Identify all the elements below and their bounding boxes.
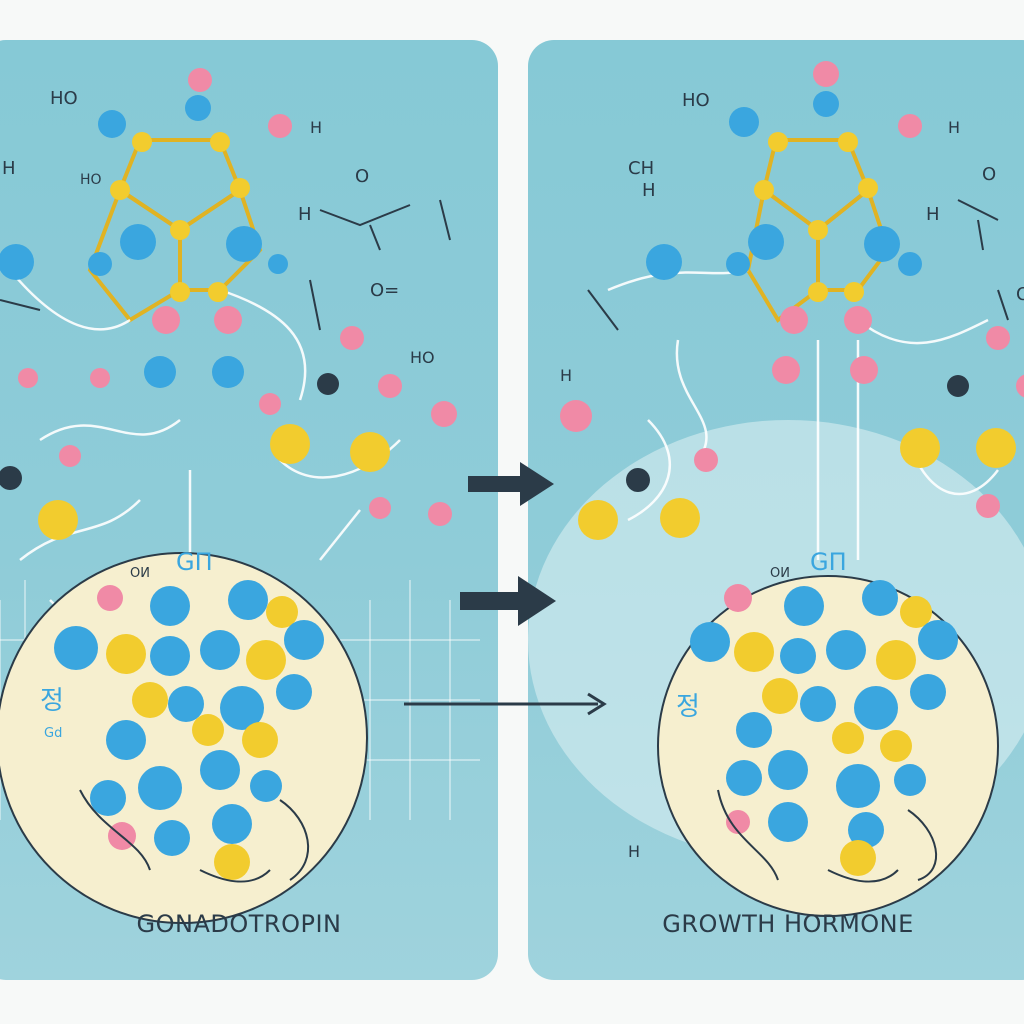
- formula-label-ho-2: HO: [80, 172, 102, 188]
- protein-spheres: [54, 580, 324, 880]
- top-transition-arrow: [468, 462, 554, 506]
- atoms: [0, 68, 457, 540]
- growth-hormone-caption: GROWTH HORMONE: [662, 910, 914, 938]
- formula-label-h: H: [2, 158, 16, 179]
- protein-script-label-2: Gd: [44, 726, 63, 741]
- atoms: [560, 61, 1024, 540]
- growth-hormone-panel: HO CH H H O H O H H GП ОИ 정 GROWTH HORMO…: [528, 40, 1024, 980]
- formula-label-h-2: H: [948, 118, 961, 137]
- formula-label-o-eq: O=: [370, 280, 400, 301]
- protein-script-label: 정: [40, 686, 64, 716]
- protein-chain: [717, 789, 937, 883]
- formula-strokes: [0, 199, 451, 331]
- gonadotropin-molecule-diagram: [0, 68, 480, 924]
- formula-strokes: [587, 199, 1009, 331]
- middle-transition-arrow: [460, 576, 556, 626]
- formula-label-h-4: H: [560, 366, 573, 385]
- chain-bonds: [9, 269, 401, 641]
- formula-label-h: H: [642, 180, 656, 201]
- formula-label-h-3: H: [926, 204, 940, 225]
- formula-label-h-3: H: [298, 204, 312, 225]
- formula-label-o: O: [982, 164, 997, 185]
- growth-hormone-molecule-diagram: [528, 61, 1024, 917]
- gonadotropin-panel: HO H H HO O H O= HO GП ОИ 정 Gd GONADOTRO…: [0, 40, 498, 980]
- protein-chain: [79, 789, 309, 883]
- gonadotropin-caption: GONADOTROPIN: [136, 910, 342, 938]
- formula-label-ho: HO: [682, 90, 710, 111]
- bottom-transition-arrow: [404, 692, 607, 716]
- protein-small-label: ОИ: [130, 566, 150, 581]
- formula-label-o-2: O: [1016, 284, 1024, 305]
- formula-label-o: O: [355, 166, 370, 187]
- protein-label: GП: [810, 548, 847, 576]
- formula-label-ho-3: HO: [410, 348, 435, 367]
- protein-label: GП: [176, 548, 213, 576]
- formula-label-h-5: H: [628, 842, 641, 861]
- formula-label-h-2: H: [310, 118, 323, 137]
- protein-spheres: [690, 580, 958, 876]
- protein-small-label: ОИ: [770, 566, 790, 581]
- formula-label-ch: CH: [628, 158, 655, 179]
- formula-label-ho: HO: [50, 88, 78, 109]
- protein-script-label: 정: [676, 692, 700, 722]
